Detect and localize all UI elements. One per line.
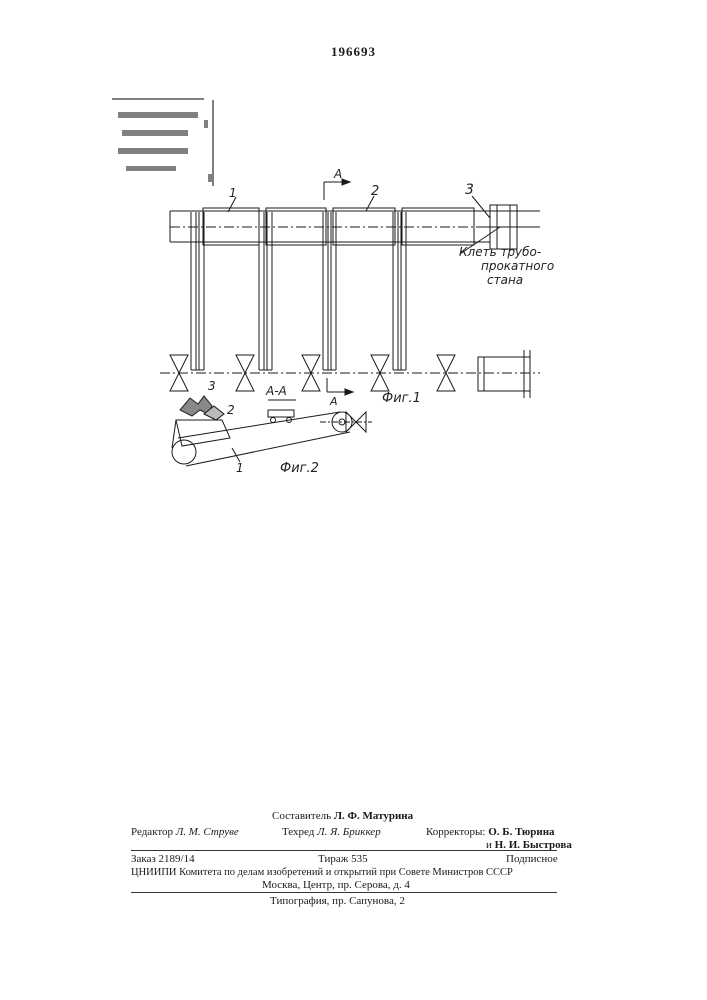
techred-line: Техред Л. Я. Бриккер: [282, 826, 381, 839]
editor-line: Редактор Л. М. Струве: [131, 826, 239, 839]
fig1-caption: Фиг.1: [382, 391, 421, 406]
bearing-symbol: [371, 355, 389, 391]
callout-leader: [472, 196, 490, 218]
editor-label: Редактор: [131, 826, 173, 838]
transfer-lever: [191, 212, 204, 370]
order-number: Заказ 2189/14: [131, 853, 195, 866]
compiler-label: Составитель: [272, 810, 331, 822]
techred-label: Техред: [282, 826, 314, 838]
address-line: Москва, Центр, пр. Серова, д. 4: [262, 879, 410, 892]
techred-name: Л. Я. Бриккер: [317, 826, 381, 838]
compiler-line: Составитель Л. Ф. Матурина: [272, 810, 413, 823]
fig2-section: [172, 396, 372, 466]
stand-label-line-1: Клеть трубо-: [459, 245, 541, 259]
fig2-callout-3: 3: [208, 379, 216, 393]
section-aa-label: А-А: [265, 384, 287, 398]
callout-1: 1: [229, 186, 237, 200]
callout-3: 3: [465, 182, 474, 198]
printer-line: Типография, пр. Сапунова, 2: [270, 895, 405, 908]
fig2-callout-1: 1: [236, 461, 244, 475]
editor-name: Л. М. Струве: [176, 826, 239, 838]
fig2-caption: Фиг.2: [280, 461, 319, 476]
section-marker-top-label: А: [333, 167, 342, 181]
transfer-lever: [323, 212, 336, 370]
stand-label-line-3: стана: [487, 273, 523, 287]
section-marker: [327, 378, 353, 395]
section-marker-bottom-label: А: [329, 395, 338, 408]
correctors-label: Корректоры:: [426, 826, 485, 838]
institute-line: ЦНИИПИ Комитета по делам изобретений и о…: [131, 866, 513, 879]
circulation: Тираж 535: [318, 853, 368, 866]
compiler-name: Л. Ф. Матурина: [334, 810, 413, 822]
drive-motor: [478, 350, 530, 398]
corrector-1: О. Б. Тюрина: [488, 826, 554, 838]
divider: [131, 850, 557, 851]
divider: [131, 892, 557, 893]
stand-label-line-2: прокатного: [481, 259, 554, 273]
callout-2: 2: [371, 184, 379, 199]
technical-drawing: 1 2 3 А А Клеть трубо- прокатного стана …: [0, 0, 707, 520]
correctors-line: Корректоры: О. Б. Тюрина: [426, 826, 555, 839]
fig2-callout-2: 2: [227, 403, 235, 417]
subscription: Подписное: [506, 853, 558, 866]
section-marker: [324, 179, 350, 200]
